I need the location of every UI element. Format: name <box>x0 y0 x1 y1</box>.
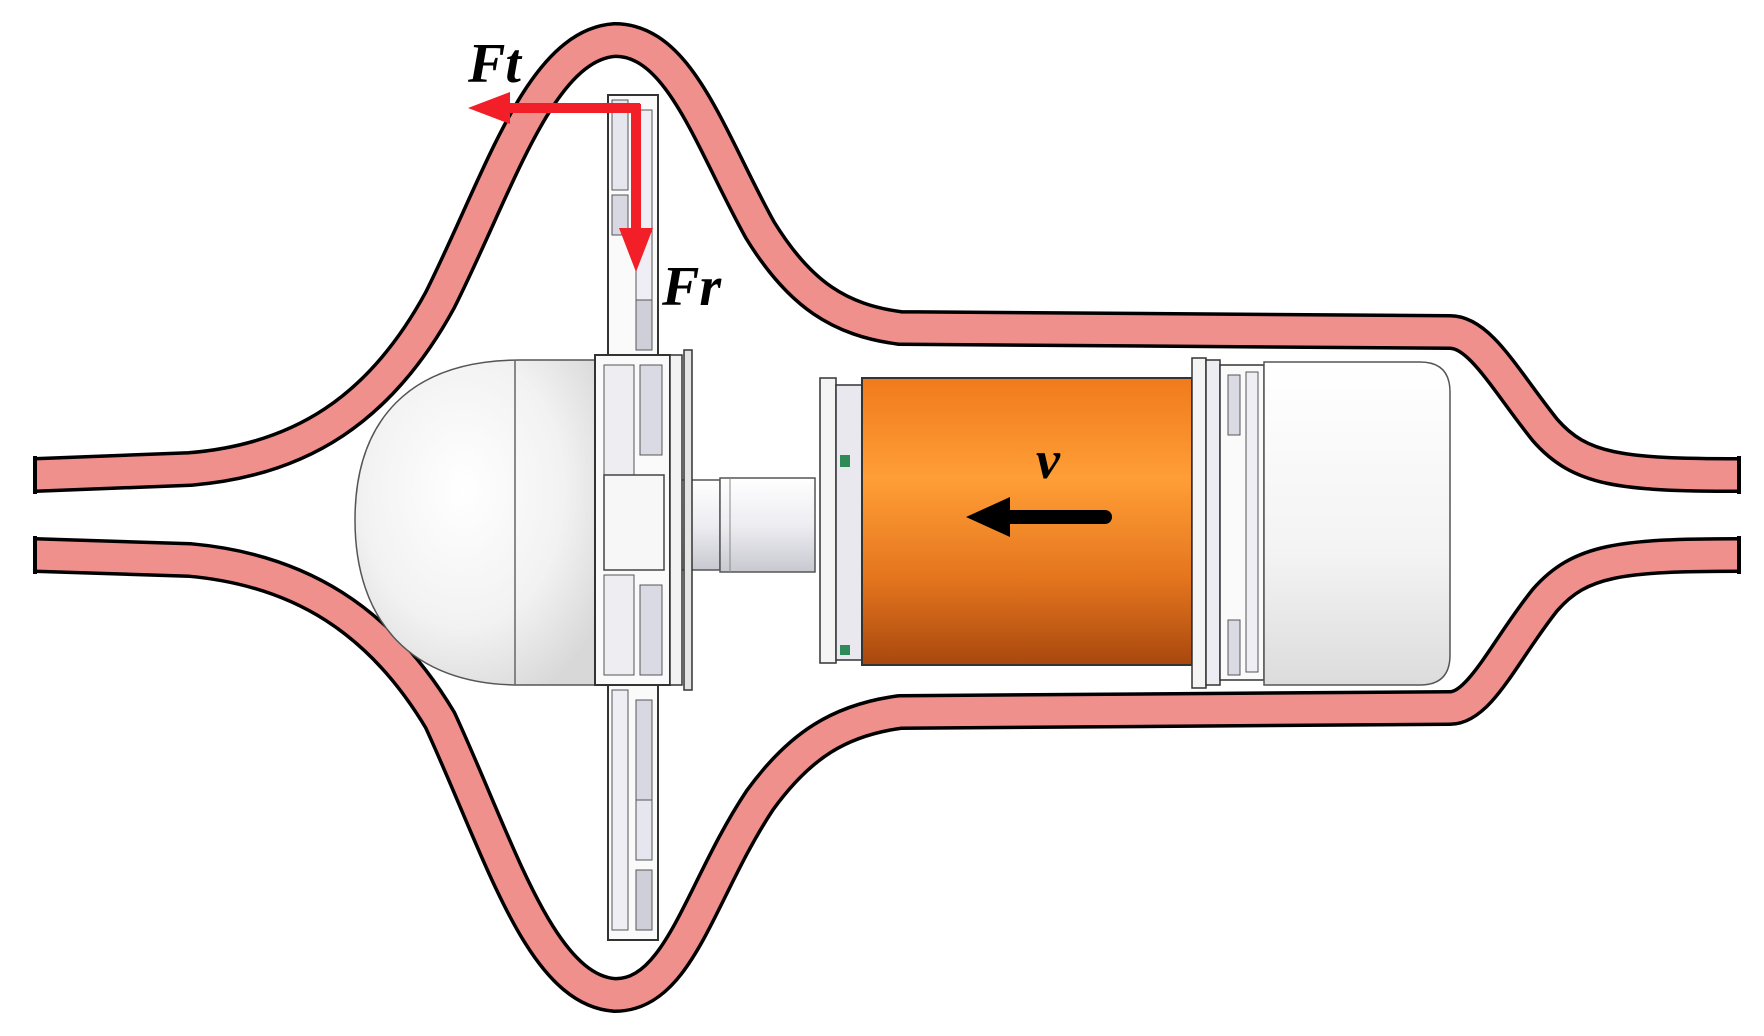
tangential-force-label: Ft <box>467 33 522 95</box>
rear-ring-assembly <box>1191 357 1265 689</box>
tangential-force-arrow-icon <box>468 92 640 124</box>
leg-mechanism <box>594 94 693 941</box>
capsule-rear-shell <box>1263 361 1451 686</box>
motor-front-ring <box>819 377 863 664</box>
radial-force-label: Fr <box>661 256 722 318</box>
force-arrows <box>468 92 653 272</box>
capsule-front-dome <box>354 359 596 686</box>
drive-shaft <box>679 477 816 573</box>
radial-force-arrow-icon <box>619 104 653 272</box>
velocity-arrow-icon <box>966 497 1112 537</box>
velocity-label: v <box>1036 430 1061 490</box>
